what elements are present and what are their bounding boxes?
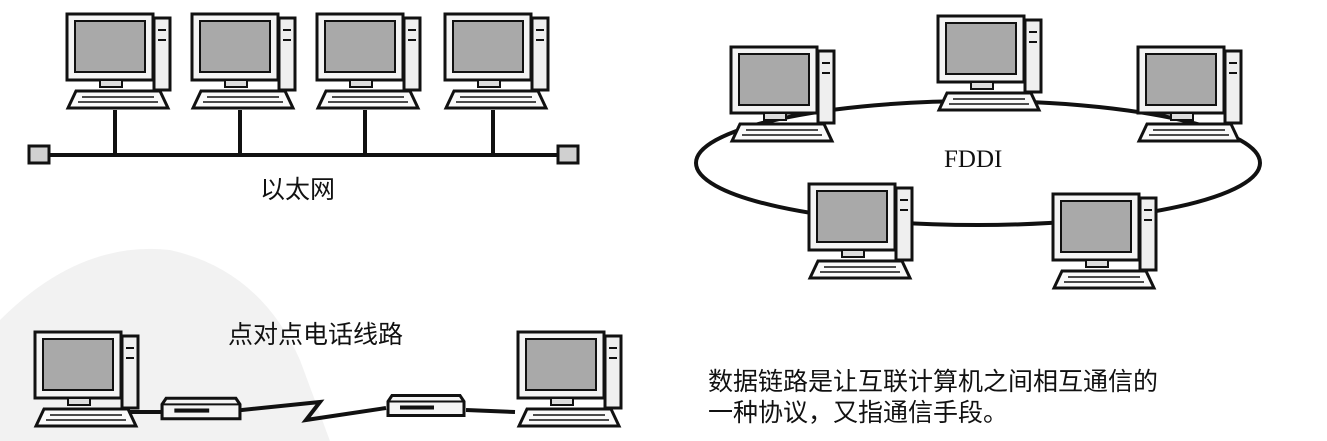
computer-icon: [807, 182, 914, 280]
computer-icon: [33, 330, 140, 428]
modem-icon: [160, 396, 242, 421]
caption: 数据链路是让互联计算机之间相互通信的 一种协议，又指通信手段。: [708, 366, 1158, 428]
ethernet-diagram: [27, 12, 580, 165]
bus-terminator-left: [27, 144, 51, 165]
caption-line: 数据链路是让互联计算机之间相互通信的: [708, 367, 1159, 396]
ethernet-label: 以太网: [260, 175, 336, 204]
computer-icon: [190, 12, 297, 110]
phone-line: [126, 399, 387, 423]
computer-icon: [65, 12, 172, 110]
computer-icon: [936, 14, 1043, 112]
caption-line: 一种协议，又指通信手段。: [708, 398, 1009, 427]
point-to-point-label: 点对点电话线路: [228, 320, 404, 349]
modem-icon: [386, 393, 466, 418]
computer-icon: [729, 45, 836, 143]
fddi-label: FDDI: [944, 146, 1003, 173]
bus-terminator-right: [556, 144, 580, 165]
computer-icon: [516, 330, 623, 428]
computer-icon: [1051, 192, 1158, 290]
computer-icon: [1136, 45, 1243, 143]
phone-line: [465, 408, 516, 414]
fddi-diagram: [694, 14, 1262, 290]
computer-icon: [443, 12, 550, 110]
computer-icon: [315, 12, 422, 110]
ptp-diagram: [33, 330, 623, 428]
